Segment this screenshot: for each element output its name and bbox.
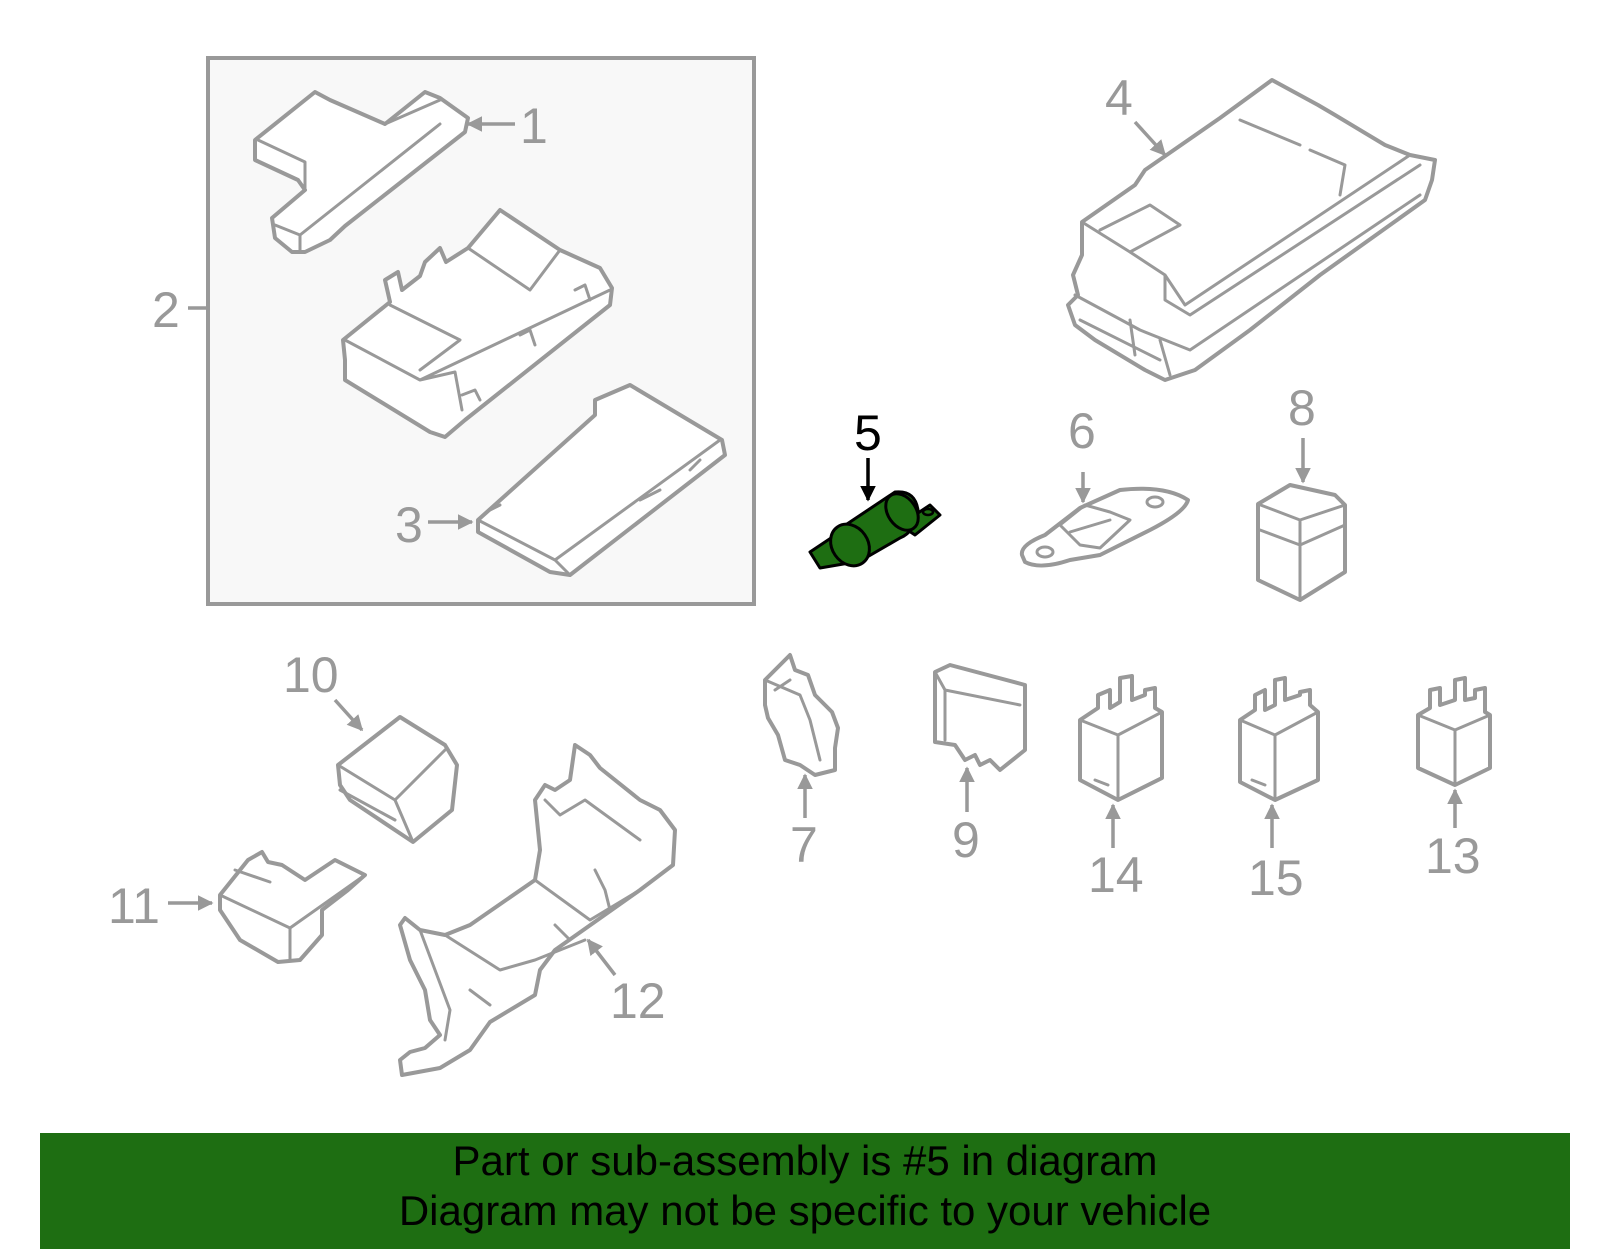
- part-8-fuse[interactable]: [1256, 483, 1347, 602]
- part-4-fuse-box[interactable]: [1066, 78, 1437, 382]
- callout-6: 6: [1068, 403, 1096, 459]
- callout-3: 3: [395, 497, 423, 553]
- callout-5: 5: [854, 405, 882, 461]
- banner-line-part: Part or sub-assembly is #5 in diagram: [452, 1137, 1158, 1184]
- part-7-clip[interactable]: [763, 653, 840, 777]
- callout-10: 10: [283, 647, 339, 703]
- leader-12: [586, 938, 617, 977]
- part-3-bottom-plate[interactable]: [476, 383, 727, 577]
- info-banner: Part or sub-assembly is #5 in diagram Di…: [40, 1133, 1570, 1249]
- part-15-relay[interactable]: [1238, 676, 1320, 802]
- part-5-fuse-highlighted[interactable]: [808, 488, 942, 574]
- callout-15: 15: [1248, 850, 1304, 906]
- callout-11: 11: [108, 878, 160, 934]
- part-11-connector[interactable]: [218, 850, 367, 964]
- callout-2: 2: [152, 282, 180, 338]
- callout-14: 14: [1088, 847, 1144, 903]
- callout-7: 7: [790, 817, 818, 873]
- callout-9: 9: [952, 812, 980, 868]
- part-6-mega-fuse[interactable]: [1019, 486, 1190, 568]
- banner-line-disclaimer: Diagram may not be specific to your vehi…: [398, 1187, 1212, 1234]
- part-14-relay[interactable]: [1078, 674, 1164, 802]
- callout-4: 4: [1105, 70, 1133, 126]
- callout-8: 8: [1288, 380, 1316, 436]
- callout-1: 1: [520, 98, 548, 154]
- part-13-relay[interactable]: [1416, 676, 1492, 787]
- leader-4: [1133, 120, 1167, 157]
- callout-13: 13: [1425, 828, 1481, 884]
- part-9-fuse-block[interactable]: [933, 663, 1027, 772]
- part-1-cover[interactable]: [253, 90, 470, 254]
- part-12-bracket[interactable]: [398, 743, 677, 1077]
- callout-12: 12: [610, 973, 666, 1029]
- part-10-relay-box[interactable]: [336, 715, 459, 844]
- part-2-junction-block[interactable]: [341, 208, 614, 439]
- leader-10: [333, 698, 364, 732]
